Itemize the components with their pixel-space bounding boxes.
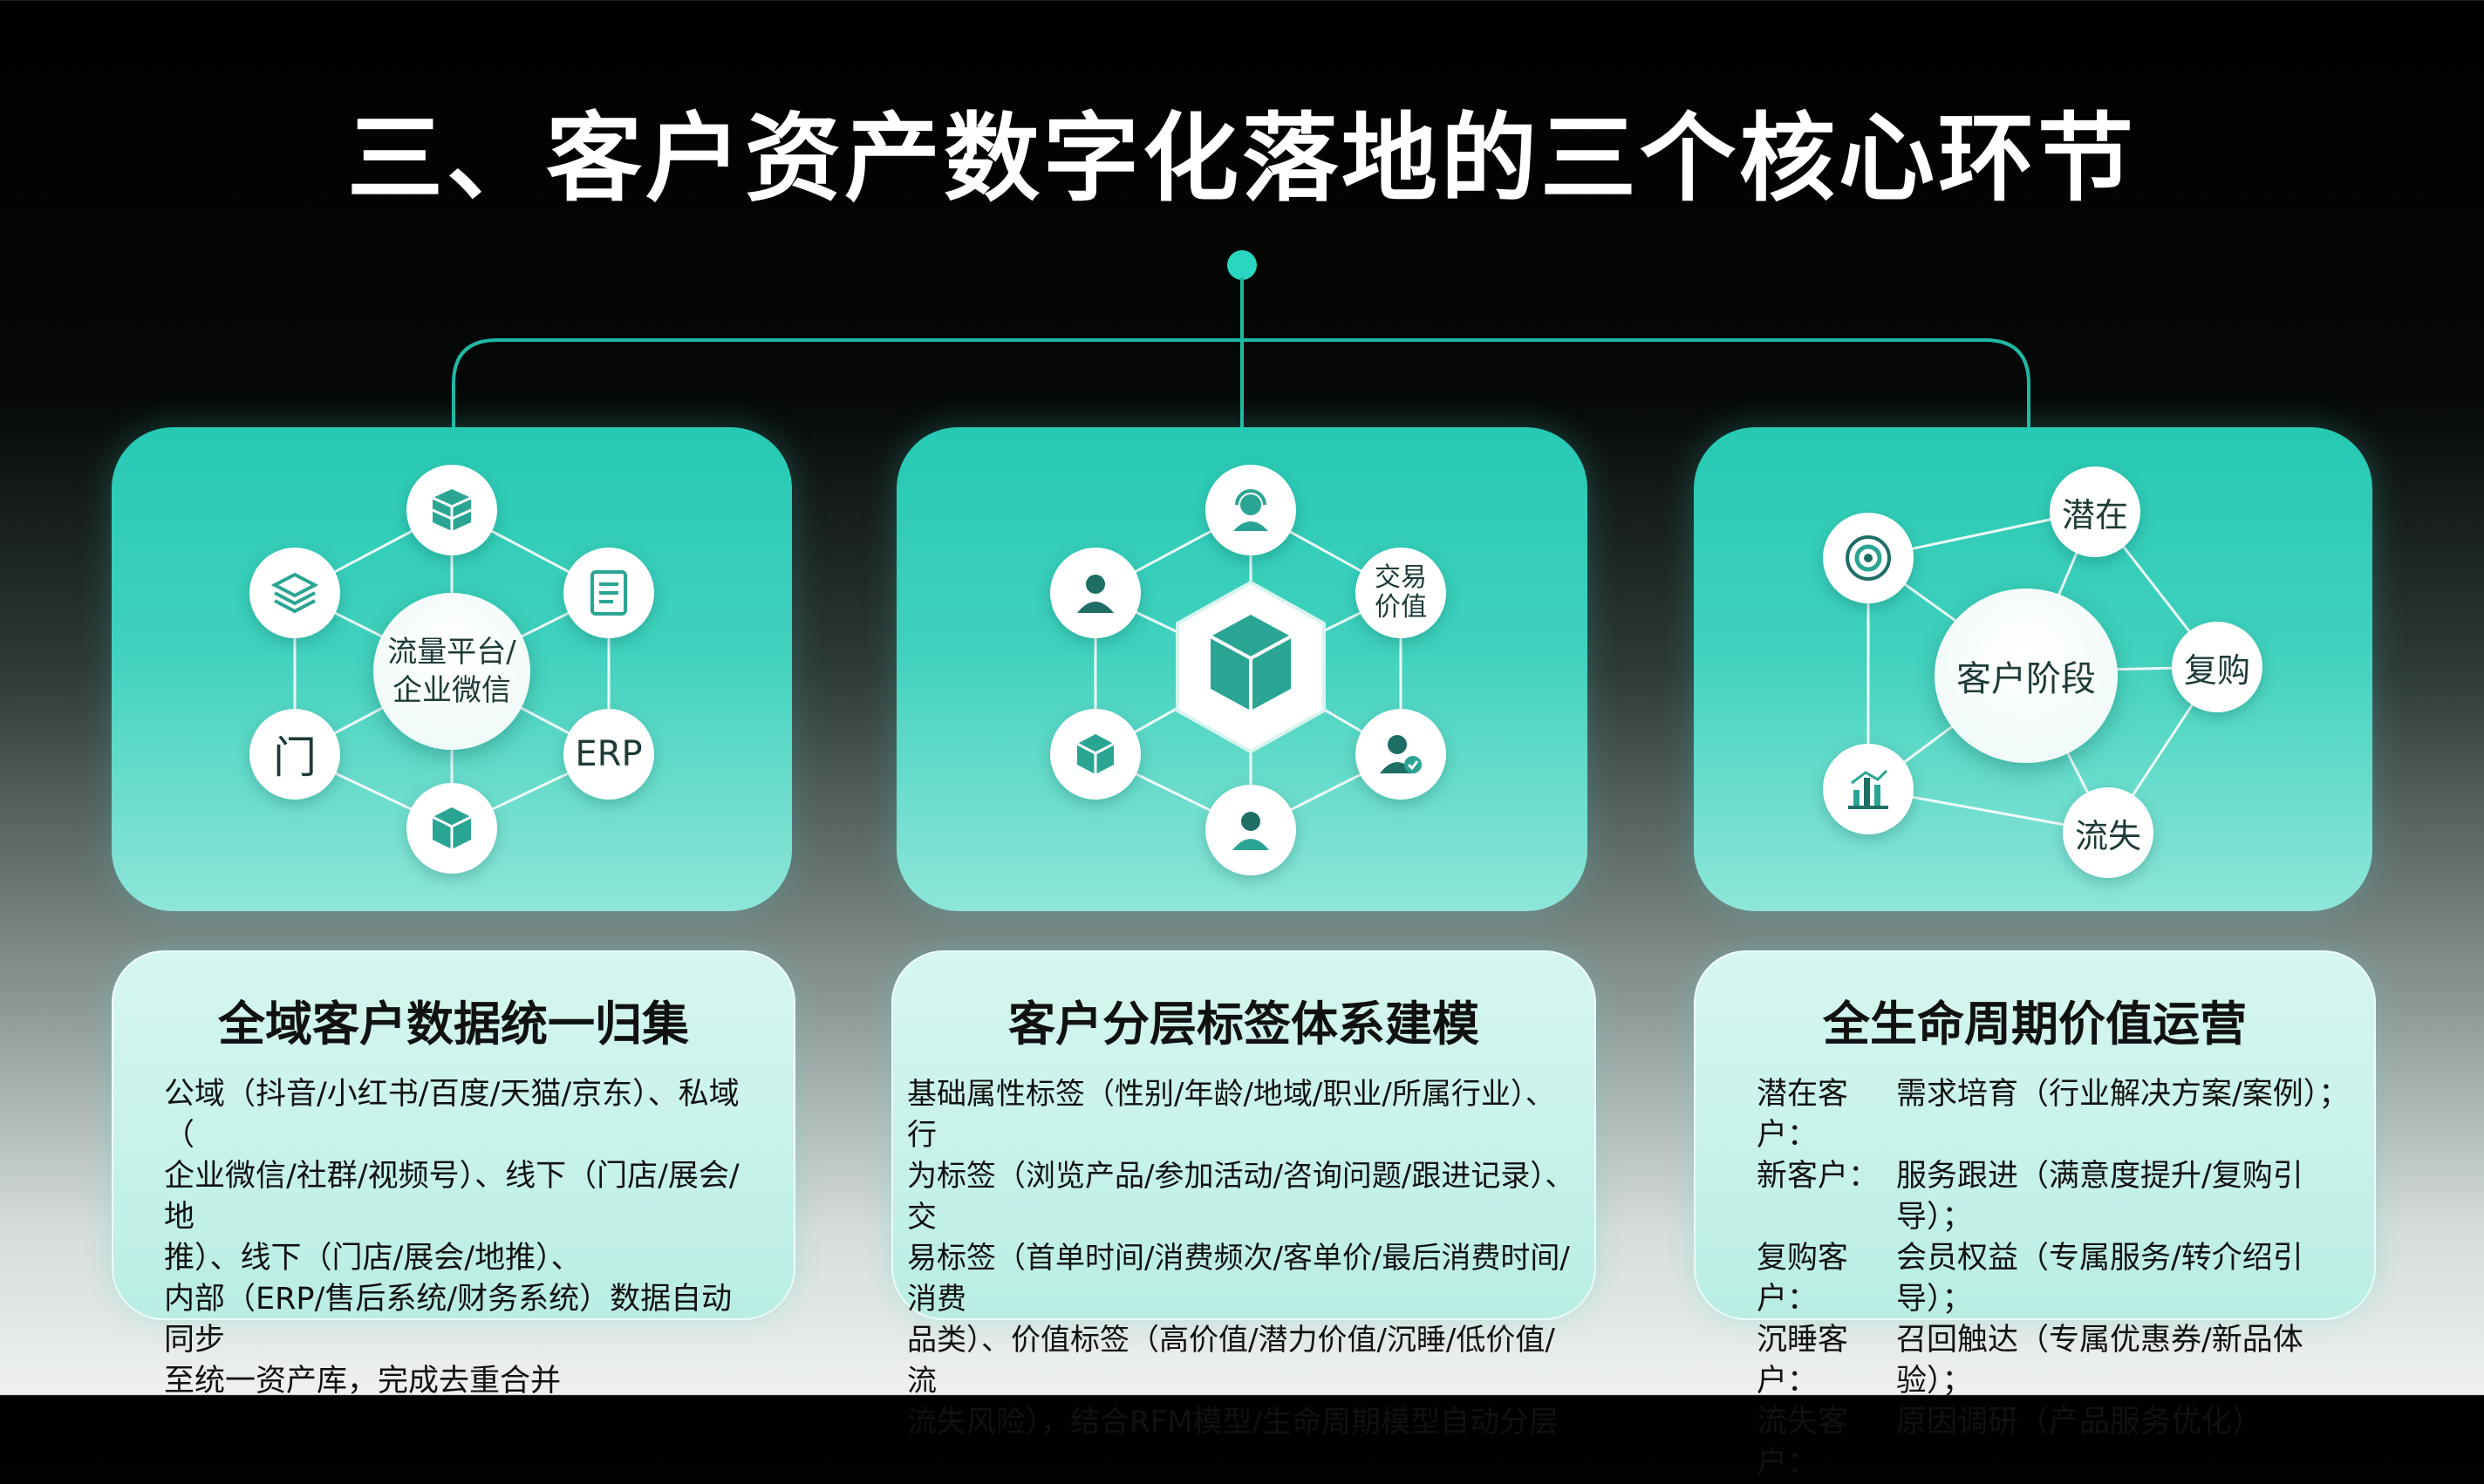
stage-key: 沉睡客户： [1757, 1323, 1849, 1399]
page-title: 三、客户资产数字化落地的三个核心环节 [347, 103, 2137, 214]
hub-cube-icon [1210, 615, 1292, 711]
stage-value: 原因调研（产品服务优化） [1896, 1405, 2263, 1440]
cube-icon [1050, 709, 1141, 800]
card-line: 推）、线下（门店/展会/地推）、 [164, 1241, 582, 1276]
layers-icon [249, 548, 340, 638]
user-tag-icon [1355, 709, 1446, 800]
stage-row: 沉睡客户： 召回触达（专属优惠券/新品体验）； [1757, 1320, 2357, 1402]
hub-customer-stage: 客户阶段 [1935, 589, 2118, 763]
card-line: 企业微信/社群/视频号）、线下（门店/展会/地 [164, 1159, 740, 1235]
card-body: 公域（抖音/小红书/百度/天猫/京东）、私域（ 企业微信/社群/视频号）、线下（… [164, 1074, 759, 1402]
card-tag-system: 客户分层标签体系建模 基础属性标签（性别/年龄/地域/职业/所属行业）、行 为标… [891, 950, 1596, 1440]
node-store: 门 [249, 709, 340, 800]
stage-key: 流失客户： [1757, 1405, 1849, 1481]
card-title: 全域客户数据统一归集 [218, 997, 689, 1052]
stage-value: 会员权益（专属服务/转介绍引导）； [1896, 1241, 2303, 1317]
panel-data-sources: 流量平台/ 企业微信 门 ERP [112, 427, 792, 911]
bar-chart-icon [1823, 744, 1914, 834]
card-title: 全生命周期价值运营 [1823, 997, 2247, 1052]
node-repurchase: 复购 [2172, 622, 2262, 712]
stage-key: 复购客户： [1757, 1241, 1849, 1317]
stage-row: 流失客户： 原因调研（产品服务优化） [1757, 1402, 2357, 1484]
node-store-label: 门 [273, 732, 317, 783]
card-lifecycle-ops: 全生命周期价值运营 潜在客户： 需求培育（行业解决方案/案例）； 新客户： 服务… [1694, 950, 2376, 1481]
card-line: 品类）、价值标签（高价值/潜力价值/沉睡/低价值/流 [907, 1323, 1555, 1399]
eye-icon [1823, 513, 1914, 603]
customer-service-icon [1205, 465, 1296, 555]
stage-row: 新客户： 服务跟进（满意度提升/复购引导）； [1757, 1156, 2357, 1238]
hub-traffic-platform: 流量平台/ 企业微信 [373, 593, 530, 750]
stage-value: 服务跟进（满意度提升/复购引导）； [1896, 1159, 2303, 1235]
node-potential: 潜在 [2050, 466, 2140, 557]
panel2-network [1094, 508, 1402, 832]
card-data-collection: 全域客户数据统一归集 公域（抖音/小红书/百度/天猫/京东）、私域（ 企业微信/… [112, 950, 795, 1399]
card-line: 流失风险），结合RFM模型/生命周期模型自动分层 [907, 1405, 1559, 1440]
connector-root-dot [1227, 250, 1257, 280]
card-line: 至统一资产库，完成去重合并 [164, 1364, 562, 1399]
stage-key: 潜在客户： [1757, 1077, 1849, 1153]
user-icon [1050, 548, 1141, 638]
stage-value: 召回触达（专属优惠券/新品体验）； [1896, 1323, 2303, 1399]
stage-key: 新客户： [1757, 1159, 1880, 1194]
node-erp-label: ERP [575, 734, 643, 774]
stage-value: 需求培育（行业解决方案/案例）； [1896, 1077, 2350, 1112]
box-stack-icon [406, 465, 497, 555]
node-erp: ERP [563, 709, 654, 800]
document-icon [563, 548, 654, 638]
card-title: 客户分层标签体系建模 [1008, 997, 1479, 1052]
stage-row: 潜在客户： 需求培育（行业解决方案/案例）； [1757, 1074, 2357, 1156]
panel-tag-model: 交易 价值 [897, 427, 1587, 911]
panel-lifecycle: 客户阶段 潜在 复购 流失 [1694, 427, 2372, 911]
card-body: 基础属性标签（性别/年龄/地域/职业/所属行业）、行 为标签（浏览产品/参加活动… [907, 1074, 1580, 1443]
card-line: 易标签（首单时间/消费频次/客单价/最后消费时间/消费 [907, 1241, 1570, 1317]
card-line: 内部（ERP/售后系统/财务系统）数据自动同步 [164, 1282, 733, 1358]
connector-lines [452, 277, 2030, 427]
card-line: 公域（抖音/小红书/百度/天猫/京东）、私域（ [164, 1077, 740, 1153]
cube-icon [406, 783, 497, 874]
card-line: 为标签（浏览产品/参加活动/咨询问题/跟进记录）、交 [907, 1159, 1575, 1235]
user-icon [1205, 785, 1296, 875]
node-churn: 流失 [2063, 787, 2153, 878]
card-body: 潜在客户： 需求培育（行业解决方案/案例）； 新客户： 服务跟进（满意度提升/复… [1757, 1074, 2357, 1484]
connector-tree [452, 250, 2030, 427]
stage-row: 复购客户： 会员权益（专属服务/转介绍引导）； [1757, 1238, 2357, 1320]
card-line: 基础属性标签（性别/年龄/地域/职业/所属行业）、行 [907, 1077, 1555, 1153]
node-transaction-value: 交易 价值 [1355, 548, 1446, 638]
